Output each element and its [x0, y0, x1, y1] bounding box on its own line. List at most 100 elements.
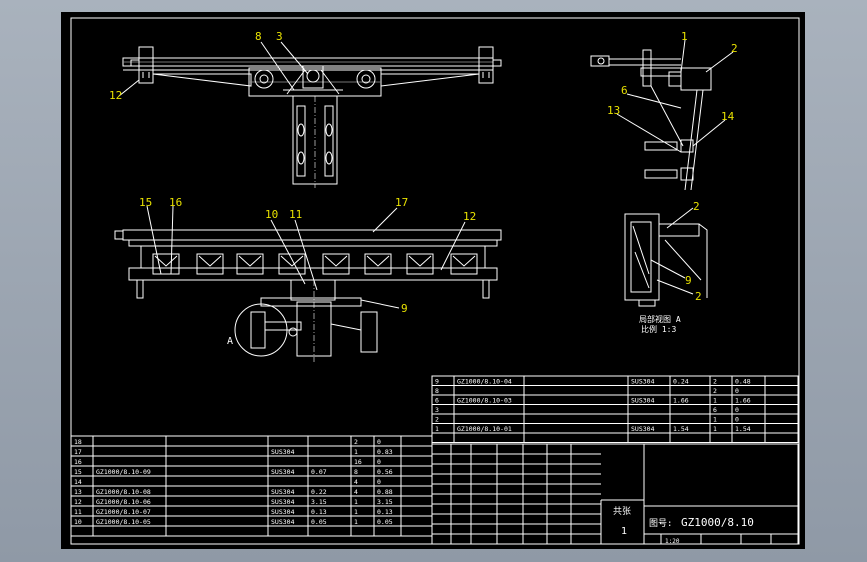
balloon-side-6: 6 [621, 84, 628, 97]
bom-cell: 0 [377, 478, 381, 486]
front-view [114, 229, 502, 362]
bom-cell: SUS304 [271, 498, 295, 506]
side-view [590, 49, 712, 191]
bom-cell: 2 [354, 438, 358, 446]
bom-cell: 0.13 [311, 508, 327, 516]
bom-cell: 1.54 [673, 425, 689, 433]
bom-cell: 1 [435, 425, 439, 433]
bom-cell: 0.88 [377, 488, 393, 496]
bom-cell: 3.15 [311, 498, 327, 506]
balloon-side-2: 2 [731, 42, 738, 55]
bom-cell: 0.56 [377, 468, 393, 476]
title-block-grid [432, 444, 772, 544]
leaders-top [118, 41, 309, 97]
balloon-side-13: 13 [607, 104, 620, 117]
bom-cell: 8 [354, 468, 358, 476]
bom-cell: 0 [735, 416, 739, 424]
bom-cell: 1 [354, 448, 358, 456]
bom-cell: 16 [354, 458, 362, 466]
drawing-number-label: 图号: [649, 518, 672, 529]
sheet-count: 1 [621, 526, 627, 537]
bom-cell: 0.48 [735, 378, 751, 386]
balloon-front-9: 9 [401, 302, 408, 315]
cad-drawing: 8 3 12 1 2 6 13 14 [70, 17, 800, 545]
bom-cell: 0.05 [311, 518, 327, 526]
bom-cell: 1 [713, 397, 717, 405]
bom-cell: 4 [354, 488, 358, 496]
leaders-side [616, 39, 734, 153]
detail-title: 局部视图 A [639, 314, 681, 324]
bom-cell: 2 [713, 387, 717, 395]
bom-cell: 10 [74, 518, 82, 526]
bom-cell: 1 [354, 498, 358, 506]
bom-cell: 18 [74, 438, 82, 446]
drawing-number: GZ1000/8.10 [681, 516, 754, 529]
bom-cell: 6 [713, 406, 717, 414]
bom-cell: SUS304 [271, 518, 295, 526]
bom-cell: 0 [735, 406, 739, 414]
balloon-front-17: 17 [395, 196, 408, 209]
bom-cell: GZ1000/8.10-04 [457, 378, 512, 386]
bom-cell: 0.24 [673, 378, 689, 386]
bom-cell: 0.05 [377, 518, 393, 526]
bom-cell: 9 [435, 378, 439, 386]
bom-cell: 1 [354, 518, 358, 526]
balloon-detail-2a: 2 [693, 200, 700, 213]
bom-cell: 15 [74, 468, 82, 476]
detail-circle-a [234, 303, 302, 357]
balloon-front-12: 12 [463, 210, 476, 223]
bom-cell: 14 [74, 478, 82, 486]
balloon-side-1: 1 [681, 30, 688, 43]
bom-cell: 8 [435, 387, 439, 395]
bom-cell: SUS304 [271, 488, 295, 496]
detail-view [624, 213, 708, 307]
bom-cell: 1.54 [735, 425, 751, 433]
bom-cell: 0 [377, 458, 381, 466]
balloon-front-10: 10 [265, 208, 278, 221]
v-blocks [152, 253, 478, 275]
bom-cell: GZ1000/8.10-08 [96, 488, 151, 496]
balloon-detail-2b: 2 [695, 290, 702, 303]
bom-cell: SUS304 [271, 448, 295, 456]
bom-cell: SUS304 [271, 508, 295, 516]
bom-cell: 1 [713, 425, 717, 433]
balloon-detail-9: 9 [685, 274, 692, 287]
bom-cell: 0.22 [311, 488, 327, 496]
bom-cell: 11 [74, 508, 82, 516]
bom-cell: 6 [435, 397, 439, 405]
balloon-top-8: 8 [255, 30, 262, 43]
detail-scale: 比例 1:3 [641, 324, 676, 334]
bom-cell: 2 [713, 378, 717, 386]
bom-cell: GZ1000/8.10-09 [96, 468, 151, 476]
bom-cell: SUS304 [631, 378, 655, 386]
bom-cell: 4 [354, 478, 358, 486]
balloon-top-3: 3 [276, 30, 283, 43]
bom-cell: 13 [74, 488, 82, 496]
bom-cell: 1.66 [673, 397, 689, 405]
balloon-front-15: 15 [139, 196, 152, 209]
drawing-sheet: 8 3 12 1 2 6 13 14 [61, 12, 805, 549]
bom-cell: SUS304 [631, 397, 655, 405]
sheet-count-label: 共张 [613, 506, 631, 517]
bom-cell: SUS304 [631, 425, 655, 433]
balloon-front-11: 11 [289, 208, 302, 221]
bom-cell: 16 [74, 458, 82, 466]
bom-cell: 0.07 [311, 468, 327, 476]
bom-cell: 17 [74, 448, 82, 456]
balloon-front-16: 16 [169, 196, 182, 209]
bom-cell: 1 [354, 508, 358, 516]
bom-cell: 0.13 [377, 508, 393, 516]
bom-cell: 1.66 [735, 397, 751, 405]
bom-cell: SUS304 [271, 468, 295, 476]
balloon-side-14: 14 [721, 110, 735, 123]
bom-cell: GZ1000/8.10-05 [96, 518, 151, 526]
leaders-front [146, 205, 466, 309]
title-block [431, 443, 799, 545]
bom-cell: GZ1000/8.10-03 [457, 397, 512, 405]
bom-cell: 1 [713, 416, 717, 424]
bom-cell: 3.15 [377, 498, 393, 506]
bom-cell: 2 [435, 416, 439, 424]
balloon-top-12: 12 [109, 89, 122, 102]
